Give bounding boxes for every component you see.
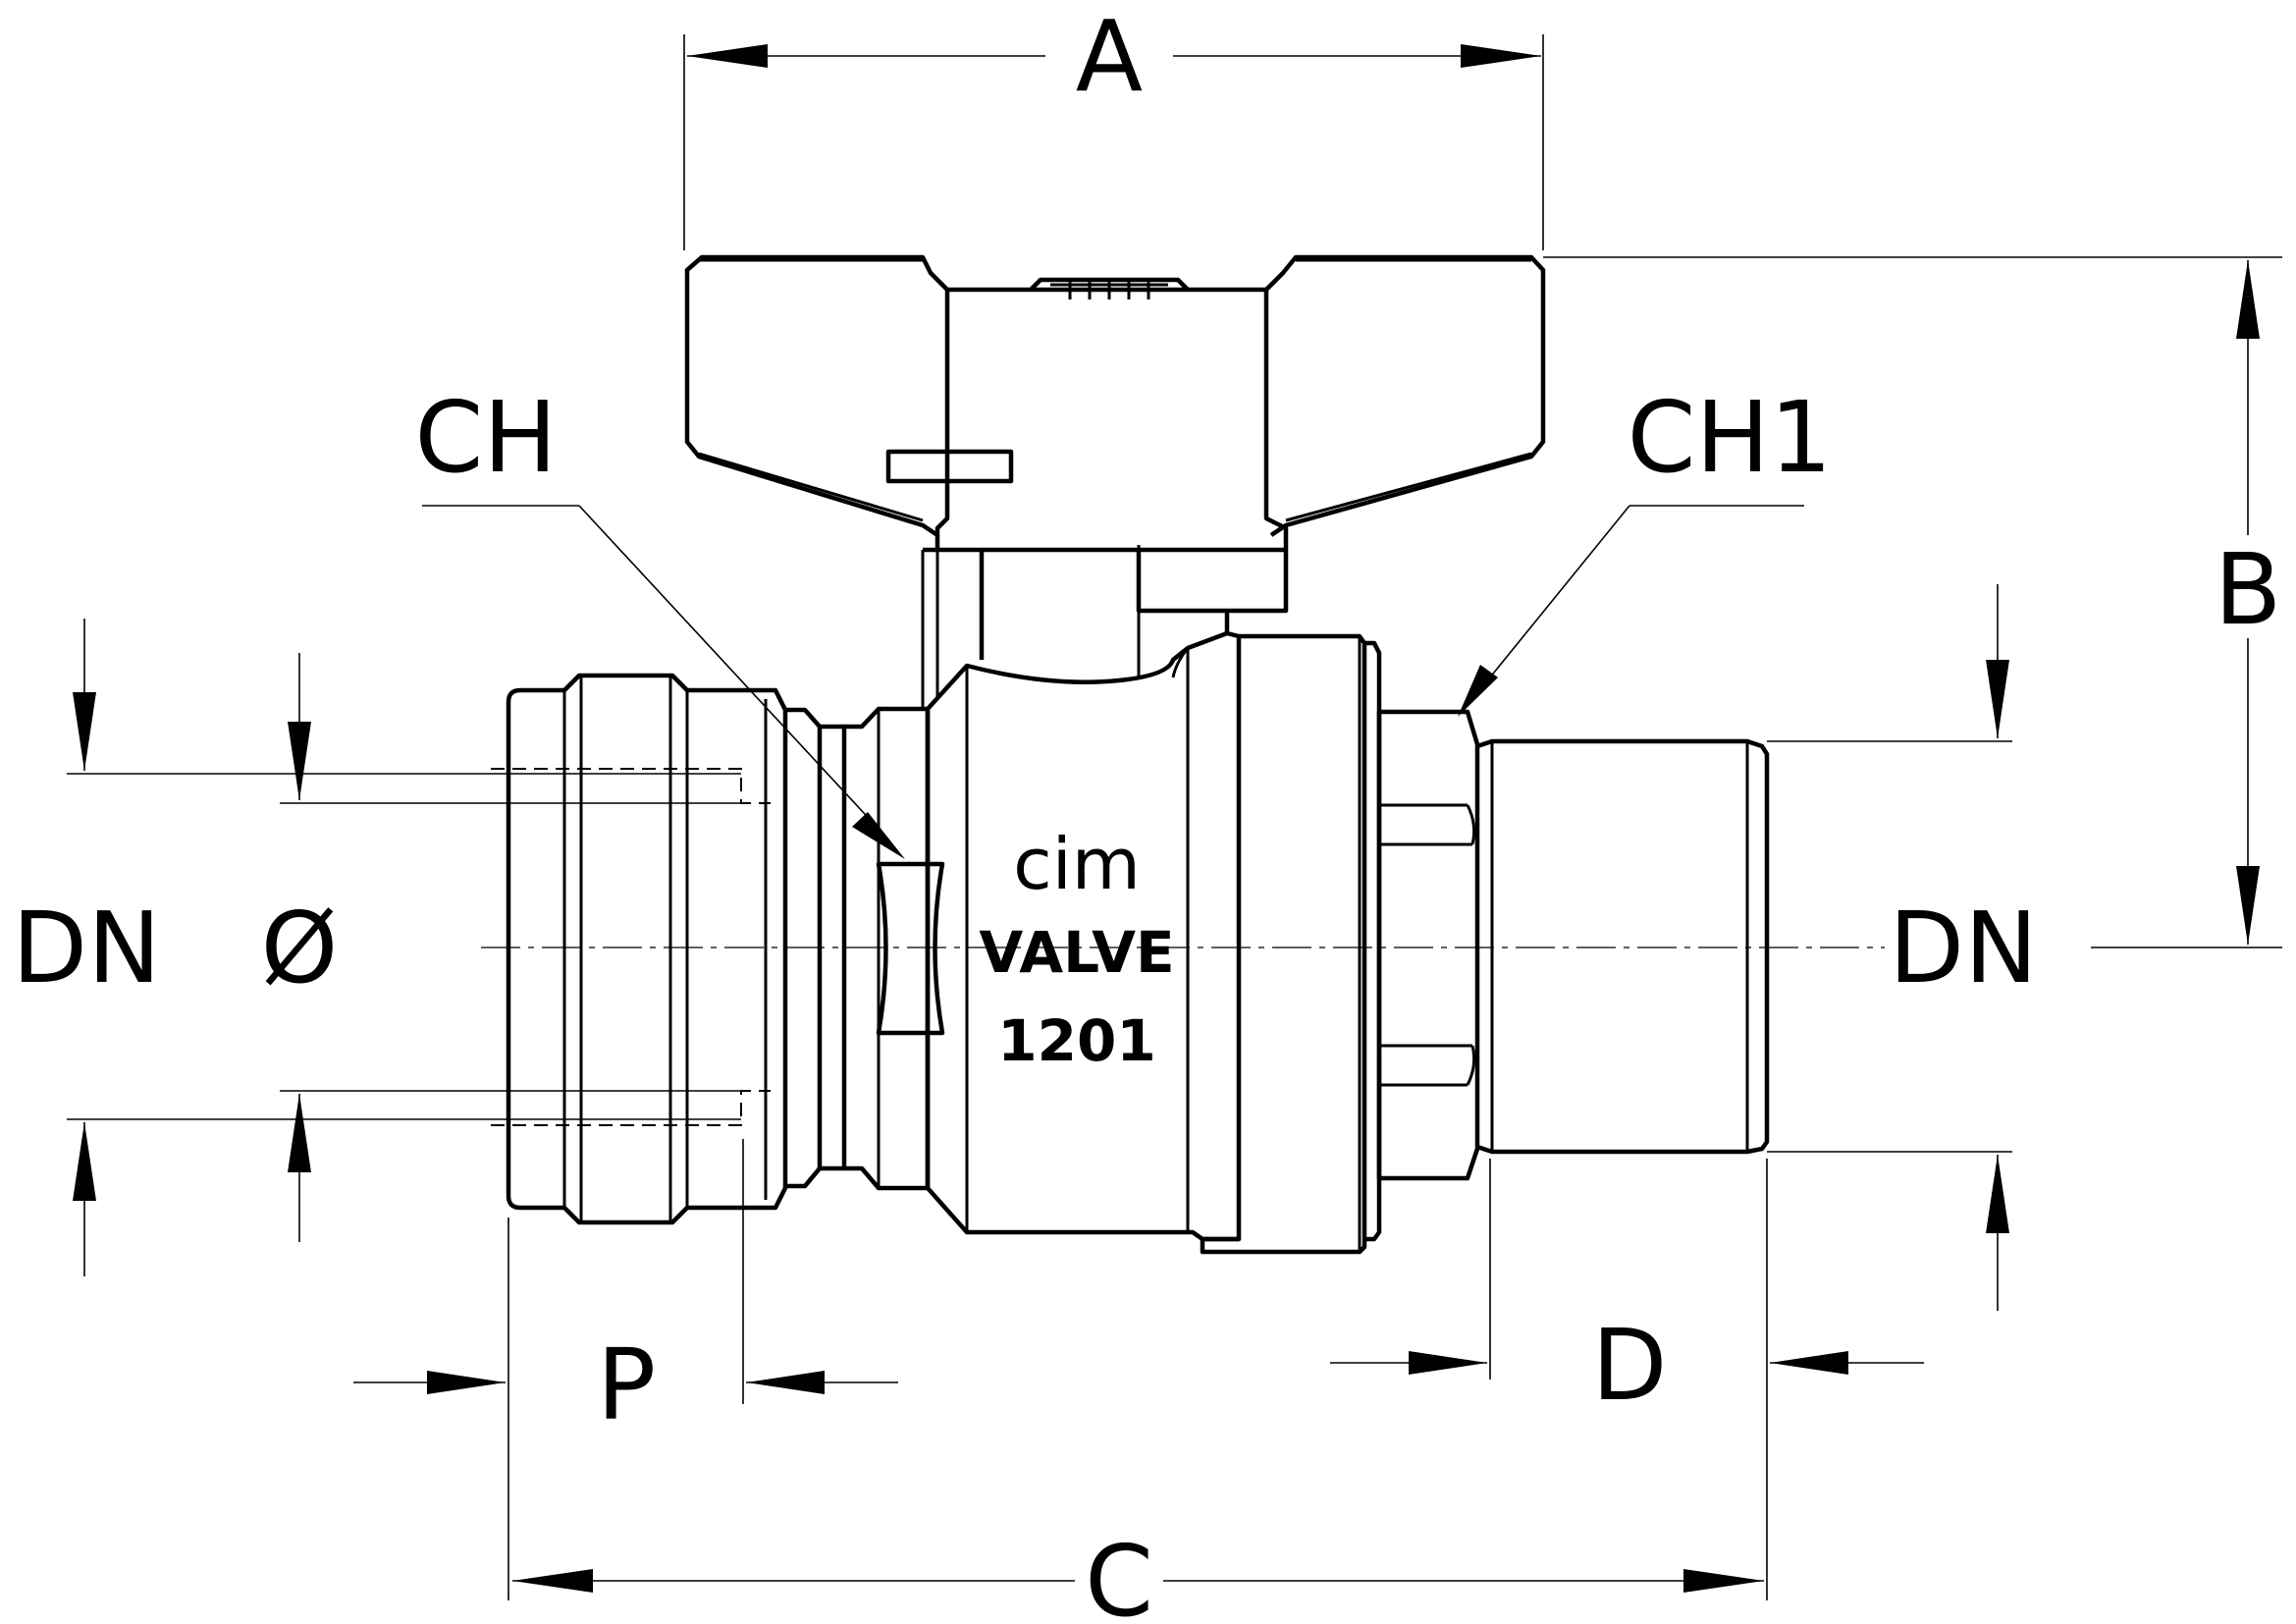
body-markings: cim VALVE 1201 xyxy=(979,823,1174,1074)
dimension-label-dn-right: DN xyxy=(1889,891,2038,1005)
model-number-marking: 1201 xyxy=(997,1007,1155,1074)
dimension-label-d: D xyxy=(1591,1308,1667,1423)
callout-ch: CH xyxy=(414,380,905,859)
dimension-diameter: Ø xyxy=(261,653,741,1242)
dimension-label-c: C xyxy=(1085,1524,1153,1624)
callout-label-ch: CH xyxy=(414,380,557,495)
dimension-dn-left: DN xyxy=(12,619,741,1276)
callout-label-ch1: CH1 xyxy=(1628,380,1833,495)
dimension-label-a: A xyxy=(1076,0,1143,114)
dimension-c: C xyxy=(507,1159,1768,1624)
dimension-d: D xyxy=(1330,1159,1924,1423)
dimension-label-diameter: Ø xyxy=(261,891,339,1005)
valve-body xyxy=(925,630,1770,1255)
callout-ch1: CH1 xyxy=(1458,380,1832,717)
dimension-a: A xyxy=(683,0,1544,250)
flow-indicator-window xyxy=(876,861,945,1036)
valve-marking: VALVE xyxy=(979,919,1174,986)
butterfly-handle xyxy=(684,254,1546,707)
dimension-label-dn-left: DN xyxy=(12,891,161,1005)
dimension-b: B xyxy=(1543,256,2282,948)
dimension-p: P xyxy=(353,1139,898,1442)
dimension-label-p: P xyxy=(597,1327,656,1442)
dimension-label-b: B xyxy=(2215,532,2282,647)
dimension-dn-right: DN xyxy=(1767,584,2038,1311)
push-fit-coupling xyxy=(491,673,931,1225)
brand-marking: cim xyxy=(1013,823,1141,905)
